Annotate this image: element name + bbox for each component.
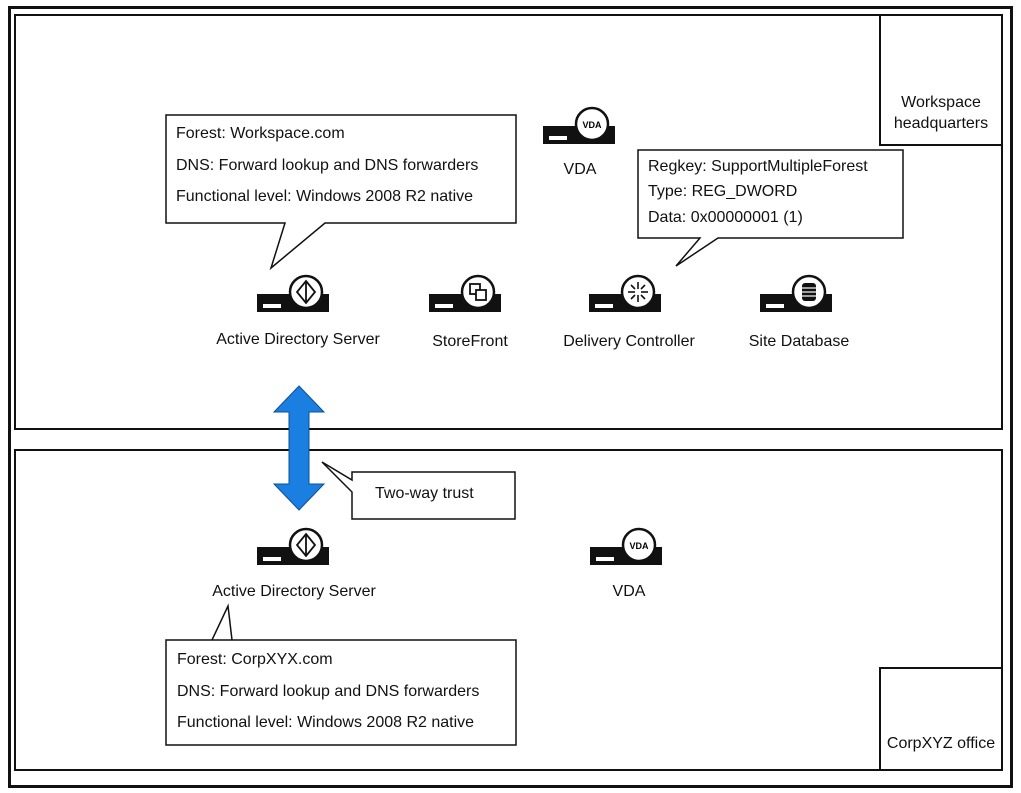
storefront-device[interactable] <box>427 274 503 314</box>
site-database-device[interactable] <box>758 274 834 314</box>
branch-ad-functional-level: Functional level: Windows 2008 R2 native <box>177 714 475 731</box>
vda-badge-icon: VDA <box>629 541 649 551</box>
branch-vda-label: VDA <box>612 583 646 600</box>
hq-vda-device[interactable]: VDA <box>541 106 617 146</box>
hq-location-line2: headquarters <box>893 115 989 132</box>
delivery-controller-device[interactable] <box>587 274 663 314</box>
storefront-label: StoreFront <box>432 333 508 350</box>
site-database-icon <box>802 283 816 301</box>
hq-ad-callout-shape <box>165 114 517 271</box>
regkey-type: Type: REG_DWORD <box>648 183 798 200</box>
hq-ad-server-label: Active Directory Server <box>216 331 380 348</box>
delivery-controller-icon <box>628 282 648 302</box>
hq-ad-dns: DNS: Forward lookup and DNS forwarders <box>176 157 479 174</box>
active-directory-icon <box>295 279 317 305</box>
headquarters-zone <box>14 14 1003 430</box>
hq-ad-forest: Forest: Workspace.com <box>176 125 345 142</box>
branch-location-line1: CorpXYZ office <box>886 735 996 752</box>
regkey-data: Data: 0x00000001 (1) <box>648 209 803 226</box>
delivery-controller-label: Delivery Controller <box>563 333 695 350</box>
two-way-trust-label: Two-way trust <box>375 485 474 502</box>
branch-location-box: CorpXYZ office <box>879 667 1003 771</box>
branch-ad-server-device[interactable] <box>255 527 331 567</box>
site-database-label: Site Database <box>748 333 850 350</box>
regkey-callout-shape <box>637 149 904 267</box>
outer-frame <box>8 6 1013 788</box>
active-directory-icon <box>295 532 317 558</box>
storefront-icon <box>469 283 487 301</box>
hq-ad-server-device[interactable] <box>255 274 331 314</box>
hq-location-line1: Workspace <box>901 94 981 111</box>
branch-ad-callout-shape <box>165 603 517 746</box>
branch-office-zone <box>14 449 1003 771</box>
branch-ad-forest: Forest: CorpXYX.com <box>177 651 333 668</box>
two-way-trust-arrow <box>272 385 326 511</box>
hq-location-box: Workspace headquarters <box>879 14 1003 146</box>
regkey-name: Regkey: SupportMultipleForest <box>648 158 868 175</box>
branch-ad-dns: DNS: Forward lookup and DNS forwarders <box>177 683 480 700</box>
branch-vda-device[interactable]: VDA <box>588 527 664 567</box>
hq-ad-functional-level: Functional level: Windows 2008 R2 native <box>176 188 474 205</box>
trust-callout-shape <box>321 461 516 520</box>
hq-vda-label: VDA <box>563 161 597 178</box>
branch-ad-server-label: Active Directory Server <box>212 583 376 600</box>
vda-badge-icon: VDA <box>582 120 602 130</box>
